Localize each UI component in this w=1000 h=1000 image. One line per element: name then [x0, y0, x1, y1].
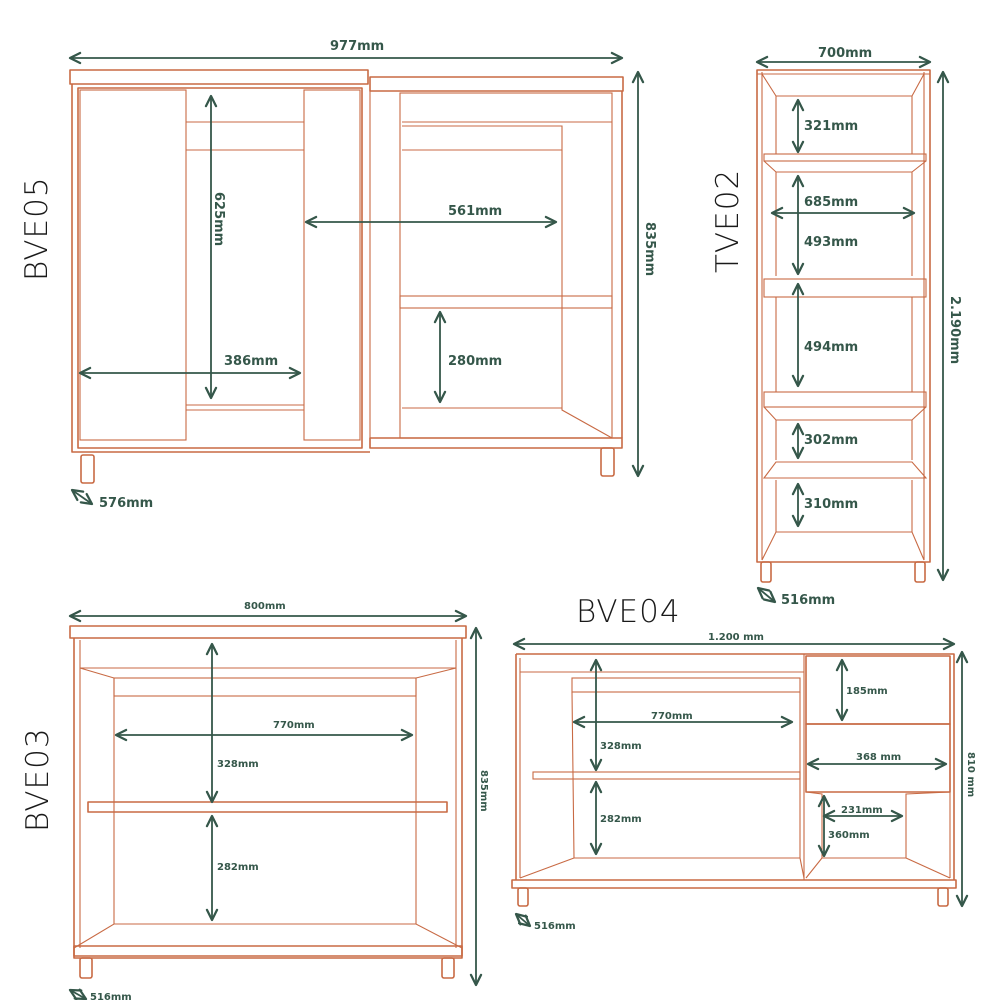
- bve04-width-label: 1.200 mm: [708, 632, 764, 643]
- bve03-width-label: 800mm: [244, 601, 286, 612]
- bve04-labels: BVE04 1.200 mm 810 mm 770mm 328mm 282mm …: [534, 594, 976, 932]
- tve02-dimension-lines: [755, 55, 950, 604]
- bve05-code-label: BVE05: [19, 176, 55, 281]
- bve05-depth-label: 576mm: [99, 496, 153, 511]
- bve04-drawing: BVE04 1.200 mm 810 mm 770mm 328mm 282mm …: [511, 594, 976, 932]
- bve05-drawing: BVE05 977mm 835mm 625mm 386mm 561mm 280m…: [19, 39, 657, 511]
- bve04-drawer-height-label: 185mm: [846, 686, 888, 697]
- bve04-depth-label: 516mm: [534, 921, 576, 932]
- tve02-code-label: TVE02: [710, 169, 746, 273]
- bve05-dimension-lines: [68, 51, 645, 506]
- bve03-dimension-lines: [68, 609, 483, 1000]
- bve03-drawing: BVE03 800mm 835mm 770mm 328mm 282mm 516m…: [20, 601, 489, 1000]
- tve02-shelf-3-label: 494mm: [804, 340, 858, 355]
- bve04-drawer-width-label: 368 mm: [856, 752, 901, 763]
- bve04-niche-width-label: 231mm: [841, 805, 883, 816]
- bve04-niche-height-label: 360mm: [828, 830, 870, 841]
- bve04-upper-height-label: 328mm: [600, 741, 642, 752]
- bve03-depth-label: 516mm: [90, 992, 132, 1000]
- bve03-upper-height-label: 328mm: [217, 759, 259, 770]
- bve03-inner-width-label: 770mm: [273, 720, 315, 731]
- bve05-left-width-label: 386mm: [224, 354, 278, 369]
- tve02-width-label: 700mm: [818, 46, 872, 61]
- bve05-height-label: 835mm: [642, 222, 657, 276]
- bve04-dimension-lines: [512, 637, 969, 928]
- bve03-labels: BVE03 800mm 835mm 770mm 328mm 282mm 516m…: [20, 601, 489, 1000]
- tve02-labels: TVE02 700mm 2.190mm 321mm 685mm 493mm 49…: [710, 46, 962, 608]
- tve02-shelf-5-label: 310mm: [804, 497, 858, 512]
- tve02-shelf-1-label: 321mm: [804, 119, 858, 134]
- bve05-lower-height-label: 280mm: [448, 354, 502, 369]
- bve05-labels: BVE05 977mm 835mm 625mm 386mm 561mm 280m…: [19, 39, 657, 511]
- tve02-shelf-2-label: 493mm: [804, 235, 858, 250]
- tve02-drawing: TVE02 700mm 2.190mm 321mm 685mm 493mm 49…: [710, 46, 962, 608]
- bve05-door-height-label: 625mm: [211, 192, 226, 246]
- tve02-inner-width-label: 685mm: [804, 195, 858, 210]
- bve03-lower-height-label: 282mm: [217, 862, 259, 873]
- bve04-code-label: BVE04: [576, 594, 681, 630]
- bve05-right-width-label: 561mm: [448, 204, 502, 219]
- tve02-shelf-outline: [756, 69, 931, 583]
- tve02-shelf-4-label: 302mm: [804, 433, 858, 448]
- bve03-height-label: 835mm: [478, 770, 489, 812]
- tve02-height-label: 2.190mm: [947, 296, 962, 364]
- bve04-cabinet-outline: [511, 653, 957, 907]
- bve04-height-label: 810 mm: [965, 752, 976, 797]
- bve05-width-label: 977mm: [330, 39, 384, 54]
- bve03-code-label: BVE03: [20, 727, 56, 832]
- bve05-cabinet-outline: [69, 69, 624, 484]
- tve02-depth-label: 516mm: [781, 593, 835, 608]
- bve04-lower-height-label: 282mm: [600, 814, 642, 825]
- bve04-inner-width-label: 770mm: [651, 711, 693, 722]
- bve03-cabinet-outline: [69, 625, 467, 979]
